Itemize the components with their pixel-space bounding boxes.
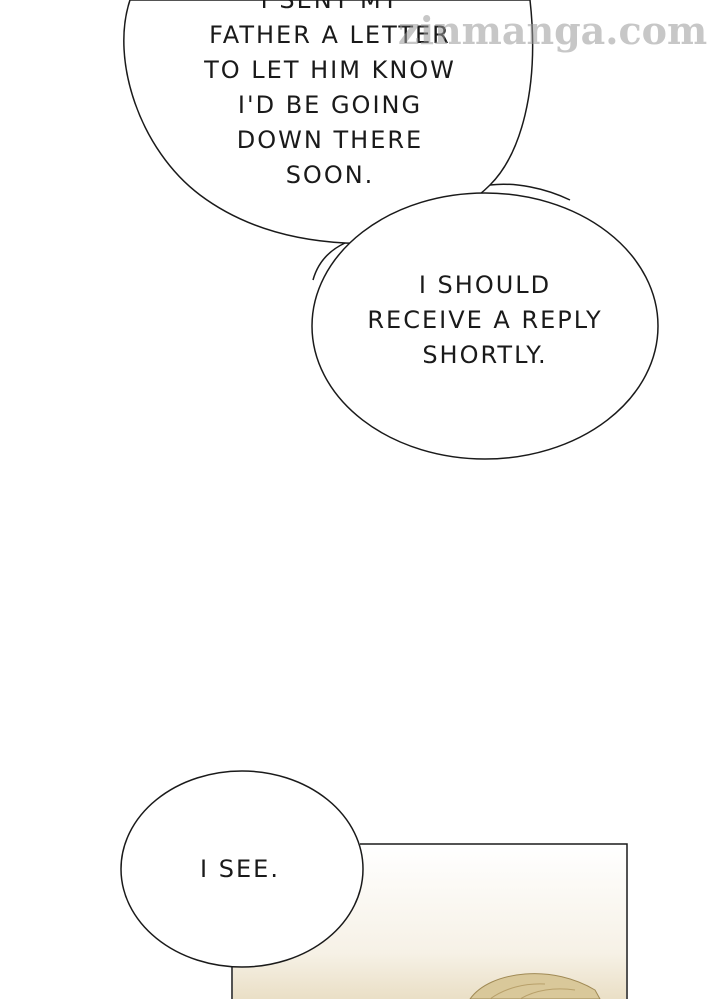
bubble-top-line: FATHER A LETTER: [209, 21, 451, 49]
bubble-top-line: TO LET HIM KNOW: [204, 56, 456, 84]
bubble-bottom-line: I SEE.: [200, 855, 280, 883]
hair-artwork: [469, 973, 601, 999]
bubble-middle-text: I SHOULD RECEIVE A REPLY SHORTLY.: [345, 268, 625, 373]
bubble-top-line: I'D BE GOING: [237, 91, 423, 119]
bubble-middle-line: I SHOULD: [418, 271, 552, 299]
bubble-top-text: I SENT MY FATHER A LETTER TO LET HIM KNO…: [180, 0, 480, 193]
bubble-connector: [312, 183, 571, 281]
speech-bubble-middle: [311, 192, 659, 460]
bubble-bottom-text: I SEE.: [160, 852, 320, 887]
panel-frame: [231, 843, 628, 999]
bubble-top-line: I SENT MY: [260, 0, 400, 14]
bubble-top-line: DOWN THERE: [236, 126, 424, 154]
bubble-middle-line: SHORTLY.: [422, 341, 548, 369]
bubble-middle-line: RECEIVE A REPLY: [367, 306, 603, 334]
bubble-top-line: SOON.: [285, 161, 375, 189]
speech-bubble-bottom: [120, 770, 364, 968]
watermark: zinmanga.com: [398, 8, 708, 53]
